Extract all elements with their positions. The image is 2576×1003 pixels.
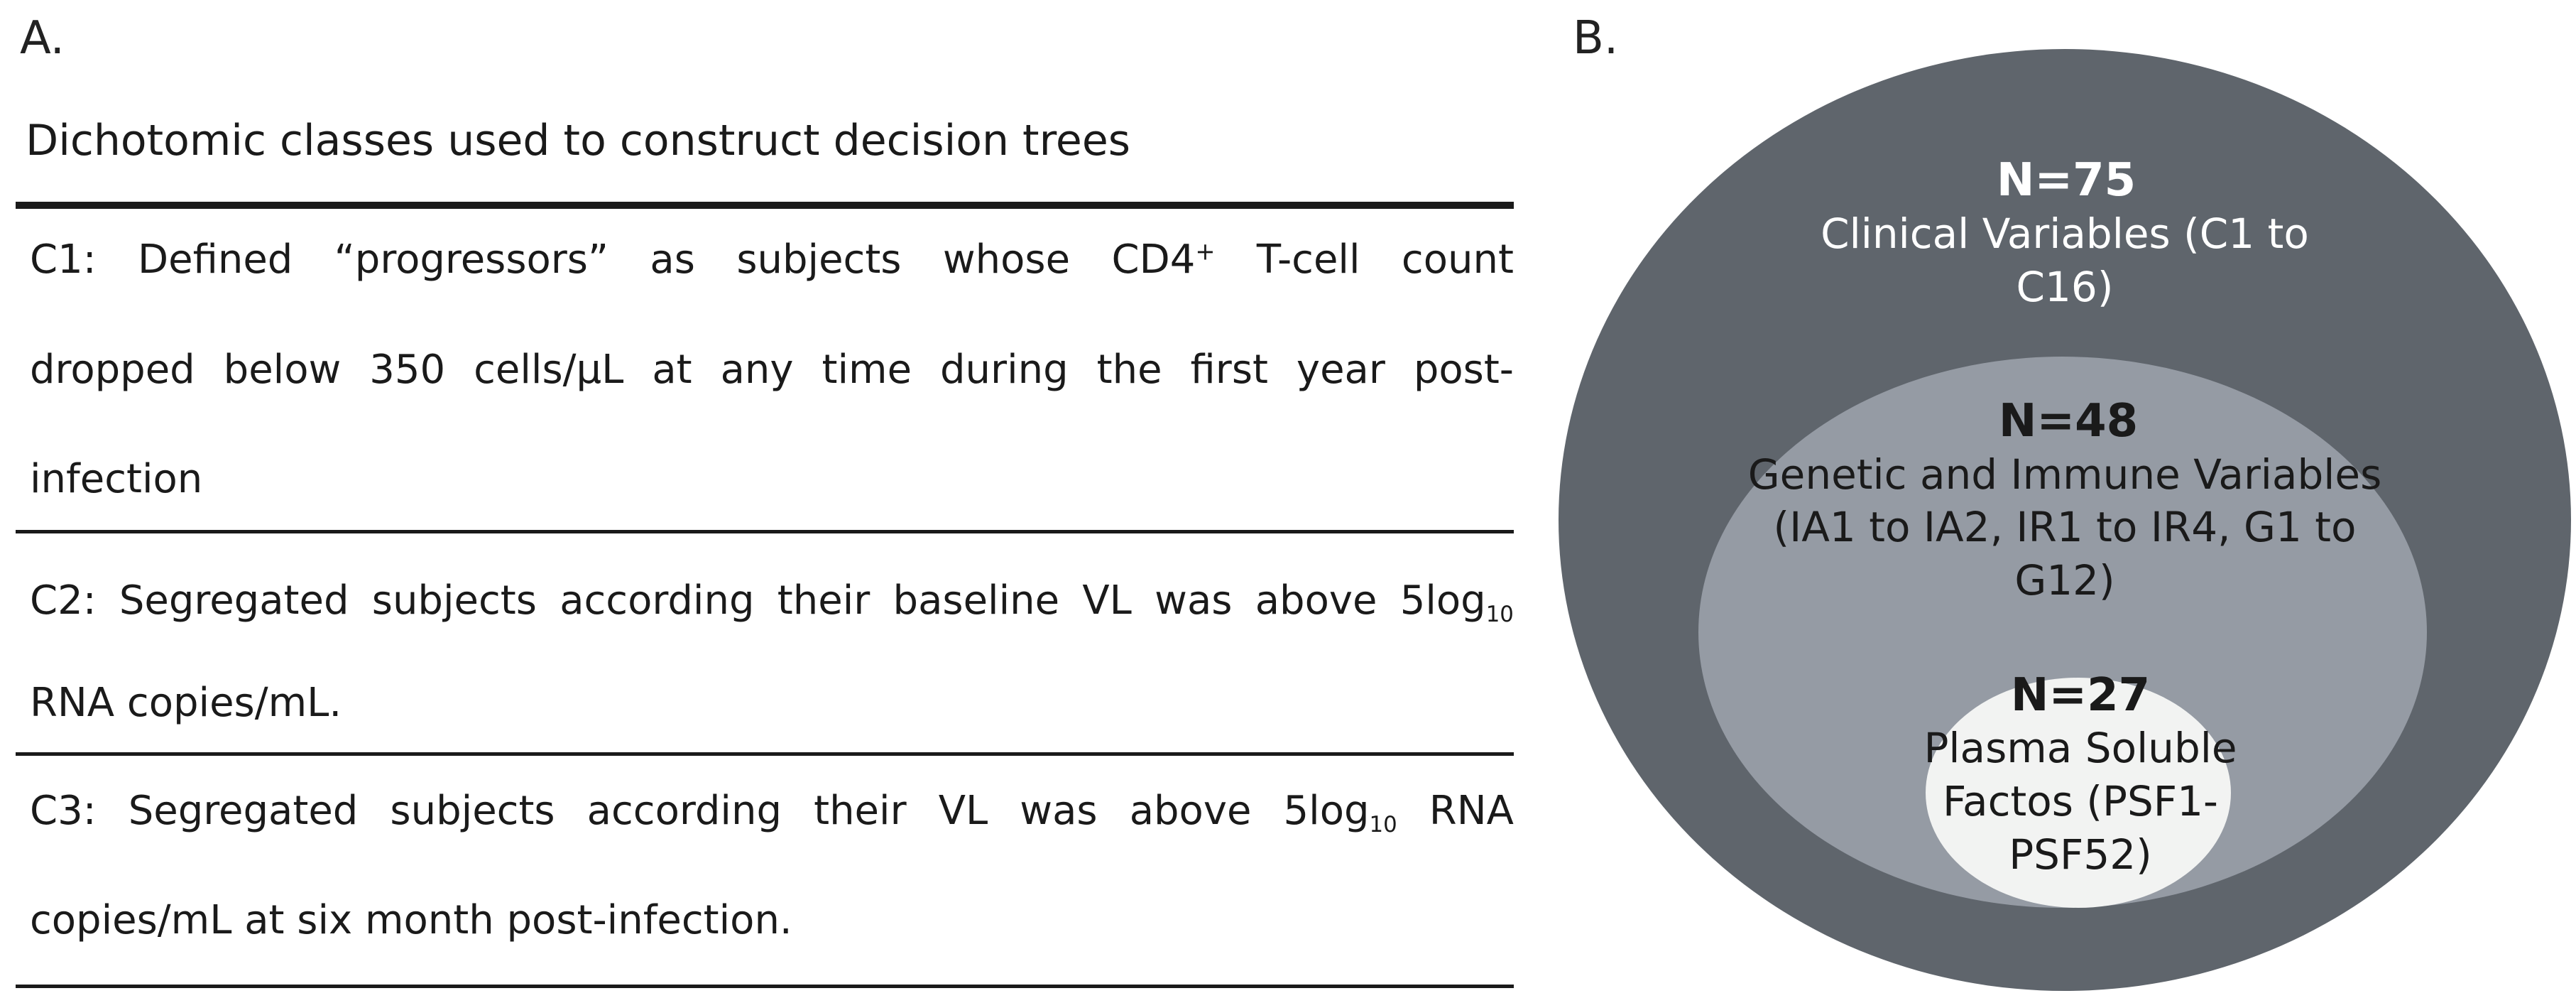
outer-label-line-1: Clinical Variables (C1 to	[1821, 210, 2309, 258]
word: their	[814, 788, 907, 834]
word: subjects	[390, 788, 555, 834]
word: RNA copies/mL.	[30, 680, 342, 726]
word: Segregated	[119, 578, 349, 624]
inner-label-line-3: PSF52)	[2009, 830, 2152, 879]
panel-a: A. Dichotomic classes used to construct …	[16, 12, 1514, 988]
outer-label-line-2: C16)	[2016, 263, 2114, 311]
table-bottom-rule	[16, 985, 1514, 988]
word: post-	[1413, 347, 1514, 393]
word: below	[223, 347, 342, 393]
word: dropped	[30, 347, 195, 393]
table-top-rule	[16, 202, 1514, 209]
word: copies/mL at six month post-infection.	[30, 897, 792, 943]
word: Segregated	[128, 788, 359, 834]
word: VL	[1082, 578, 1132, 624]
word: C3:	[30, 788, 97, 834]
panel-b: N=75 Clinical Variables (C1 to C16) N=48…	[1548, 0, 2576, 1003]
word: VL	[938, 788, 988, 834]
word: according	[586, 788, 782, 834]
word: Defined	[138, 237, 293, 283]
inner-label-line-2: Factos (PSF1-	[1943, 777, 2218, 825]
inner-circle-plasma	[1926, 678, 2231, 908]
word: was	[1155, 578, 1233, 624]
word: C1:	[30, 237, 97, 283]
word: C2:	[30, 578, 97, 624]
row-divider	[16, 752, 1514, 756]
word: 5log10	[1283, 788, 1397, 837]
word: any	[720, 347, 794, 393]
word: count	[1401, 237, 1514, 283]
word: first	[1190, 347, 1268, 393]
word: according	[560, 578, 755, 624]
inner-label-line-1: Plasma Soluble	[1923, 724, 2237, 772]
table-title: Dichotomic classes used to construct dec…	[26, 116, 1131, 166]
word: as	[650, 237, 695, 283]
middle-count: N=48	[1999, 395, 2138, 448]
word: whose	[942, 237, 1071, 283]
panel-b-label: B.	[1573, 12, 1619, 65]
row-c2-line-1: C2: Segregated subjects according their …	[30, 578, 1514, 627]
word: RNA	[1429, 788, 1514, 834]
word: baseline	[893, 578, 1060, 624]
row-c1-line-1: C1: Defined “progressors” as subjects wh…	[30, 237, 1514, 283]
word: the	[1096, 347, 1162, 393]
word: 5log10	[1399, 578, 1514, 627]
word: subjects	[736, 237, 902, 283]
middle-circle-genetic-immune	[1698, 357, 2427, 908]
word: above	[1255, 578, 1377, 624]
word: year	[1296, 347, 1385, 393]
word: cells/μL	[474, 347, 624, 393]
nested-venn-diagram: N=75 Clinical Variables (C1 to C16) N=48…	[1559, 49, 2571, 991]
row-c3-line-1: C3: Segregated subjects according their …	[30, 788, 1514, 837]
word: CD4+	[1111, 237, 1216, 283]
middle-label-line-1: Genetic and Immune Variables	[1748, 450, 2382, 499]
word: was	[1020, 788, 1098, 834]
outer-count: N=75	[1997, 154, 2136, 207]
word: T-cell	[1256, 237, 1360, 283]
panel-a-label: A.	[20, 12, 65, 65]
word: during	[940, 347, 1069, 393]
row-divider	[16, 530, 1514, 533]
row-c1-line-2: dropped below 350 cells/μL at any time d…	[30, 350, 1514, 390]
inner-count: N=27	[2011, 669, 2150, 722]
middle-label-line-2: (IA1 to IA2, IR1 to IR4, G1 to	[1773, 503, 2356, 551]
word: “progressors”	[334, 237, 608, 283]
row-c3-line-2: copies/mL at six month post-infection.	[30, 901, 1514, 940]
word: subjects	[371, 578, 537, 624]
middle-label-line-3: G12)	[2014, 556, 2114, 604]
word: time	[822, 347, 912, 393]
word: 350	[369, 347, 446, 393]
row-c2-line-2: RNA copies/mL.	[30, 683, 1514, 723]
row-c1-line-3: infection	[30, 460, 1514, 499]
word: at	[652, 347, 692, 393]
word: infection	[30, 456, 203, 502]
word: their	[777, 578, 871, 624]
word: above	[1129, 788, 1252, 834]
